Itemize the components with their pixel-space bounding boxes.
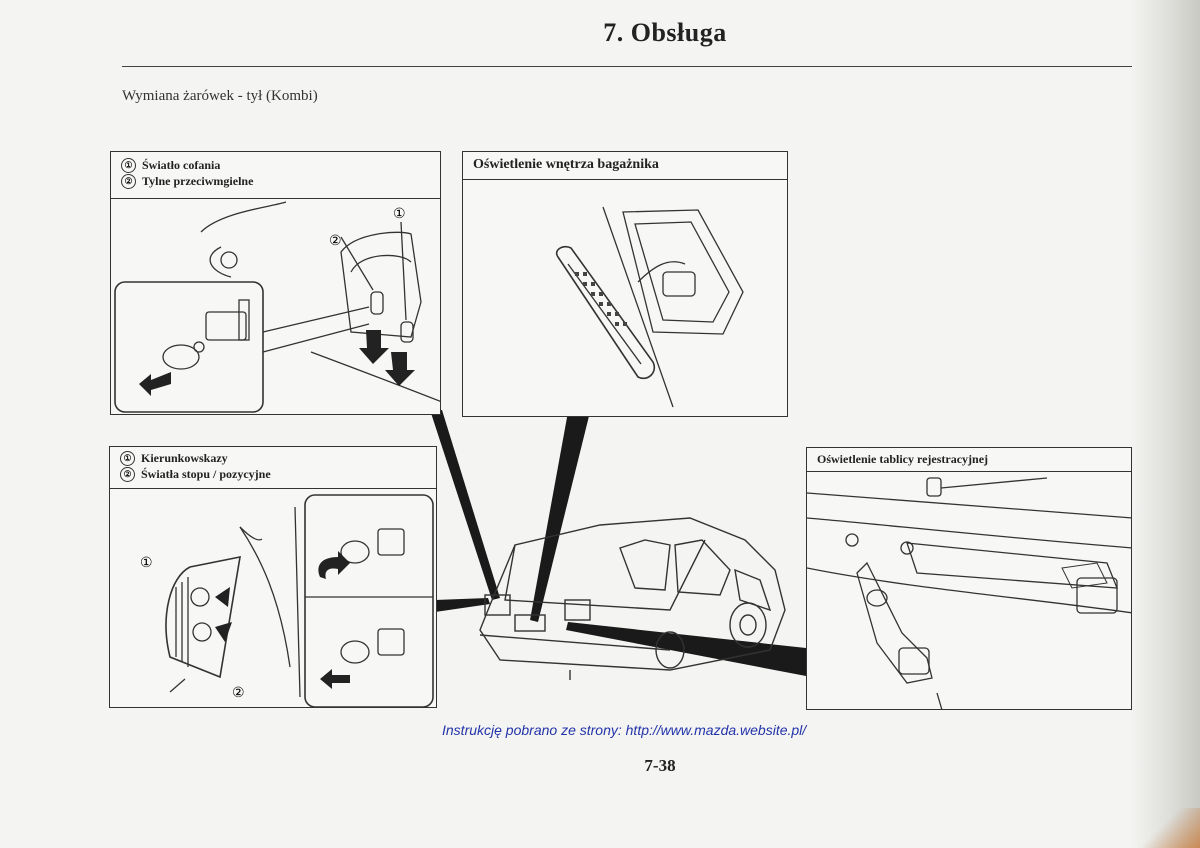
panel-plate-title: Oświetlenie tablicy rejestracyjnej: [807, 448, 1131, 472]
panel-plate-light: Oświetlenie tablicy rejestracyjnej: [806, 447, 1132, 710]
legend-label-stop: Światła stopu / pozycyjne: [141, 466, 271, 481]
legend-label-turn: Kierunkowskazy: [141, 450, 228, 465]
panel-trunk-title: Oświetlenie wnętrza bagażnika: [463, 152, 787, 180]
legend-label-rear-fog: Tylne przeciwmgielne: [142, 173, 254, 188]
legend-num: ①: [121, 157, 136, 173]
callout-1: ①: [393, 207, 406, 222]
trunk-light-title: Oświetlenie wnętrza bagażnika: [473, 157, 659, 172]
legend-num: ①: [120, 450, 135, 466]
plate-light-illustration: [807, 477, 1131, 709]
reverse-fog-illustration: ② ①: [114, 201, 440, 413]
page-title: 7. Obsługa: [603, 18, 727, 47]
legend-num: ②: [121, 173, 136, 189]
plate-light-title: Oświetlenie tablicy rejestracyjnej: [817, 452, 989, 466]
turn-stop-illustration: ① ②: [140, 494, 434, 707]
header-rule: [122, 66, 1132, 67]
callout-2: ②: [329, 234, 342, 249]
panel-reverse-fog: ① Światło cofania ② Tylne przeciwmgielne ②: [110, 151, 441, 415]
page-edge-shadow: [1130, 0, 1200, 848]
callout-2: ②: [232, 686, 245, 701]
panel-turn-stop-legend: ① Kierunkowskazy ② Światła stopu / pozycyj…: [110, 447, 436, 489]
section-subtitle: Wymiana żarówek - tył (Kombi): [122, 88, 318, 104]
trunk-light-illustration: [555, 206, 744, 408]
page-number: 7-38: [644, 756, 676, 775]
callout-1: ①: [140, 556, 153, 571]
source-link[interactable]: Instrukcję pobrano ze strony: http://www…: [442, 722, 807, 738]
panel-trunk-light: Oświetlenie wnętrza bagażnika: [462, 151, 788, 417]
legend-label-reverse: Światło cofania: [142, 157, 221, 172]
page-corner: [1140, 808, 1200, 848]
car-illustration: [479, 517, 786, 680]
panel-turn-stop: ① Kierunkowskazy ② Światła stopu / pozycyj…: [109, 446, 437, 708]
panel-reverse-fog-legend: ① Światło cofania ② Tylne przeciwmgielne: [111, 152, 440, 199]
legend-num: ②: [120, 466, 135, 482]
